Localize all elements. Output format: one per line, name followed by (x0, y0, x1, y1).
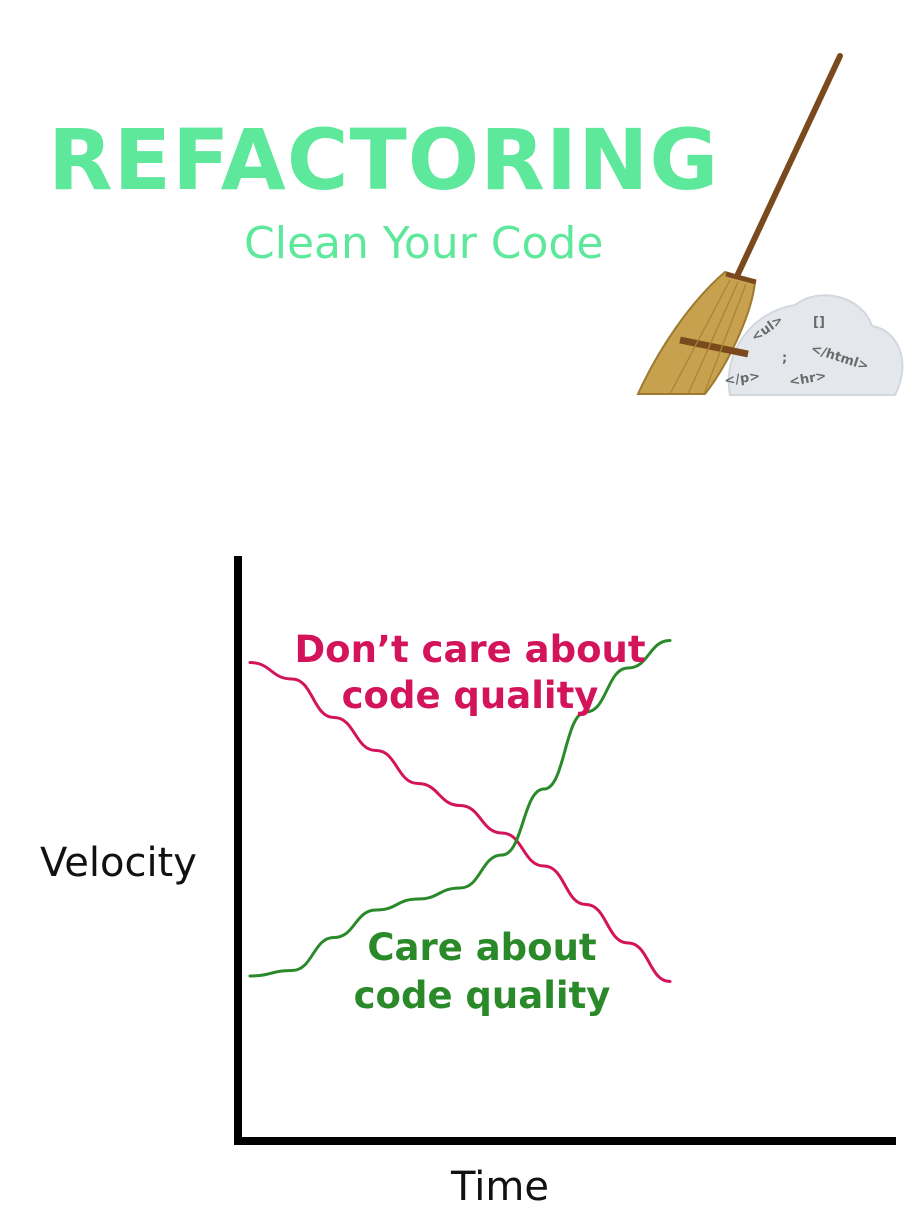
code-tag-semicolon: ; (782, 351, 787, 366)
series-label-care-line1: Care about (367, 926, 596, 969)
x-axis-label: Time (450, 1164, 549, 1210)
headline-subtitle: Clean Your Code (244, 218, 604, 269)
series-label-dont-care-line2: code quality (342, 674, 599, 717)
code-tag-hr: <hr> (788, 369, 827, 390)
series-line-dont-care (248, 661, 672, 983)
y-axis-label: Velocity (40, 840, 197, 886)
series-label-care-line2: code quality (354, 974, 611, 1017)
series-line-care (248, 639, 672, 978)
velocity-chart: Velocity Time Don’t care about code qual… (40, 556, 896, 1210)
broom-icon: <ul> [] ; </html> </p> <hr> (636, 53, 904, 396)
broom-bristles (636, 270, 757, 395)
broom-handle (735, 53, 843, 277)
code-tag-p: </p> (723, 369, 761, 389)
series-label-dont-care-line1: Don’t care about (294, 628, 645, 671)
dust-pile (727, 294, 904, 396)
headline-title: REFACTORING (48, 111, 720, 209)
code-tag-brackets: [] (813, 315, 825, 330)
